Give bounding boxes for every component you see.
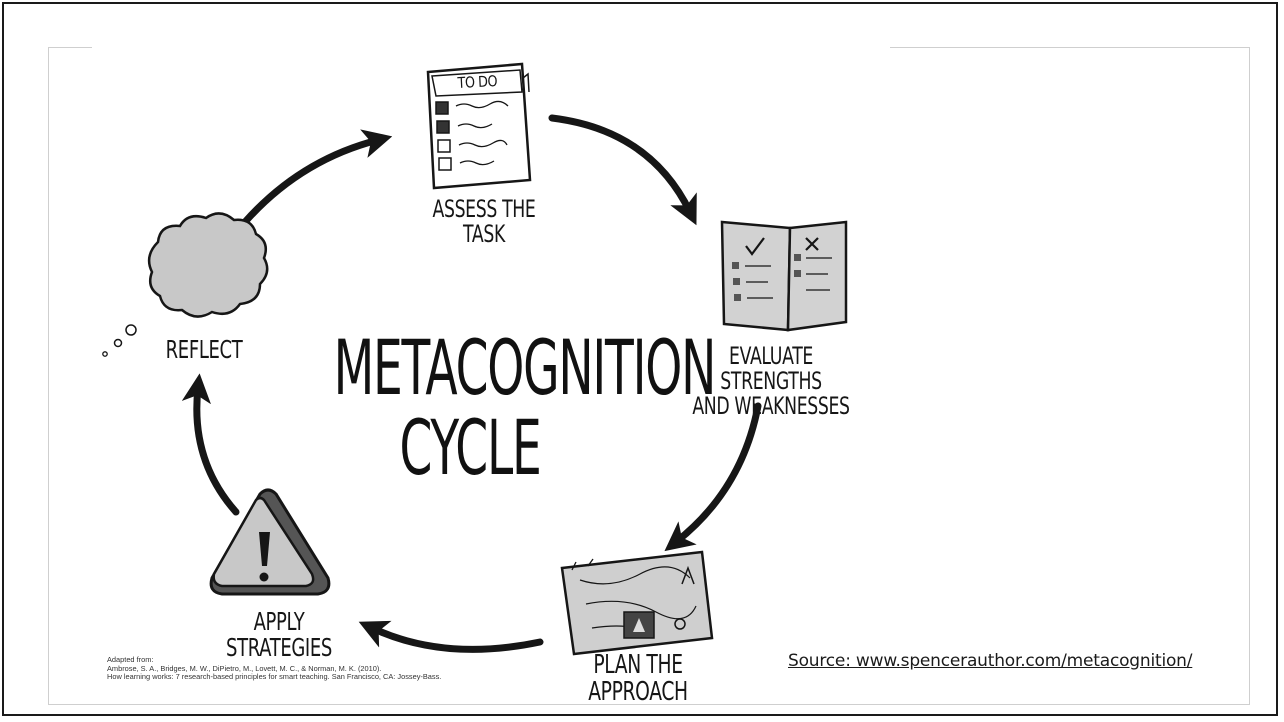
- open-book-icon: [720, 220, 848, 332]
- citation-line2: Ambrose, S. A., Bridges, M. W., DiPietro…: [107, 663, 382, 673]
- arrow-apply-to-reflect: [181, 373, 240, 516]
- stage-label-evaluate-line2: AND WEAKNESSES: [692, 392, 850, 421]
- stage-label-apply: APPLY STRATEGIES: [226, 607, 332, 663]
- citation-line1: Adapted from:: [107, 655, 154, 664]
- citation-line3: How learning works: 7 research-based pri…: [107, 672, 442, 682]
- arrow-reflect-to-assess: [241, 129, 393, 226]
- diagram-title-line1: METACOGNITION: [333, 323, 717, 412]
- warning-icon: [209, 488, 331, 596]
- arrow-evaluate-to-plan: [664, 402, 762, 552]
- stage-label-plan: PLAN THE APPROACH: [588, 650, 688, 708]
- stage-label-evaluate-line1: EVALUATE STRENGTHS: [720, 342, 822, 396]
- citation-text: Adapted from: Ambrose, S. A., Bridges, M…: [107, 655, 547, 682]
- source-link[interactable]: Source: www.spencerauthor.com/metacognit…: [788, 651, 1193, 671]
- stage-label-reflect: REFLECT: [165, 335, 243, 364]
- thought-cloud-icon: [102, 212, 269, 357]
- diagram-title-line2: CYCLE: [399, 402, 541, 492]
- stage-label-assess-line2: TASK: [463, 220, 505, 249]
- stage-label-assess-line1: ASSESS THE: [432, 195, 536, 223]
- diagram-title: METACOGNITION CYCLE: [333, 323, 717, 492]
- map-icon: [560, 550, 714, 656]
- arrow-plan-to-apply: [358, 620, 544, 653]
- arrow-assess-to-evaluate: [548, 114, 697, 226]
- todo-list-icon: [426, 62, 532, 190]
- stage-label-evaluate: EVALUATE STRENGTHS AND WEAKNESSES: [684, 342, 858, 421]
- stage-label-assess: ASSESS THE TASK: [426, 195, 541, 249]
